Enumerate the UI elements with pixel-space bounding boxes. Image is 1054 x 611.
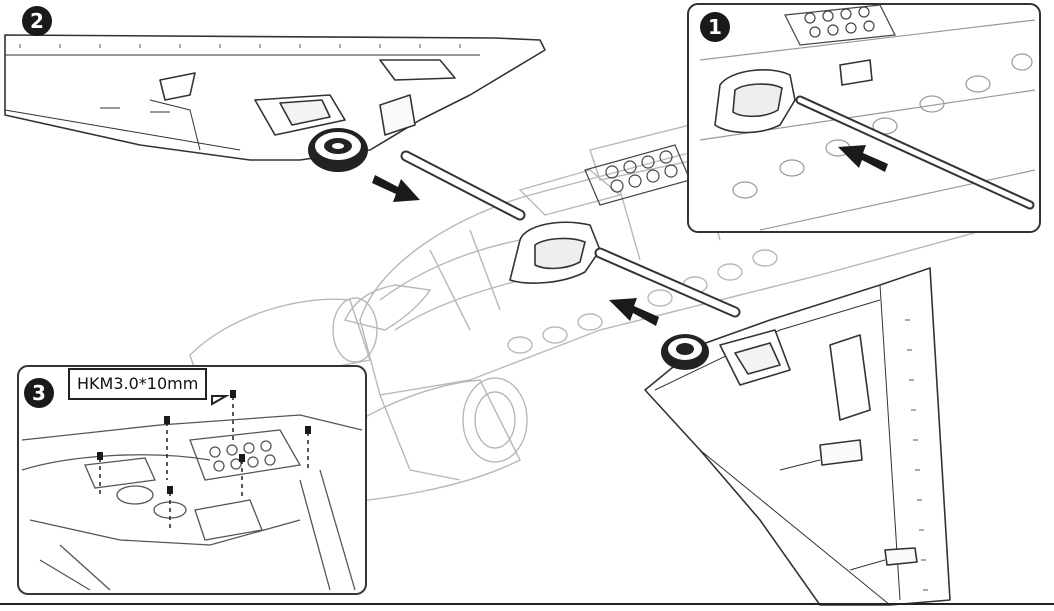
insert-arrow-left [372,175,420,202]
right-wing-wheel [661,334,709,370]
left-wing [4,34,546,161]
screw-guides [99,396,309,530]
screw-spec-label: HKM3.0*10mm [68,368,208,400]
wing-spar-rods [400,150,741,318]
right-wing [644,267,951,606]
inset-step-1 [687,3,1041,233]
right-wing-hinge-ticks [905,319,928,591]
label-pointer [211,395,230,406]
insert-arrow-right [609,298,659,326]
screws [97,390,311,494]
wing-socket [509,221,601,284]
step-2-badge: 2 [22,6,52,36]
left-wing-wheel [308,128,368,172]
step-3-badge: 3 [24,378,54,408]
inset-step-3 [17,365,367,595]
fuselage-vent-grid [584,144,691,206]
inset-1-arrow [838,145,888,172]
step-1-badge: 1 [700,12,730,42]
left-wing-hinge-ticks [19,44,461,48]
